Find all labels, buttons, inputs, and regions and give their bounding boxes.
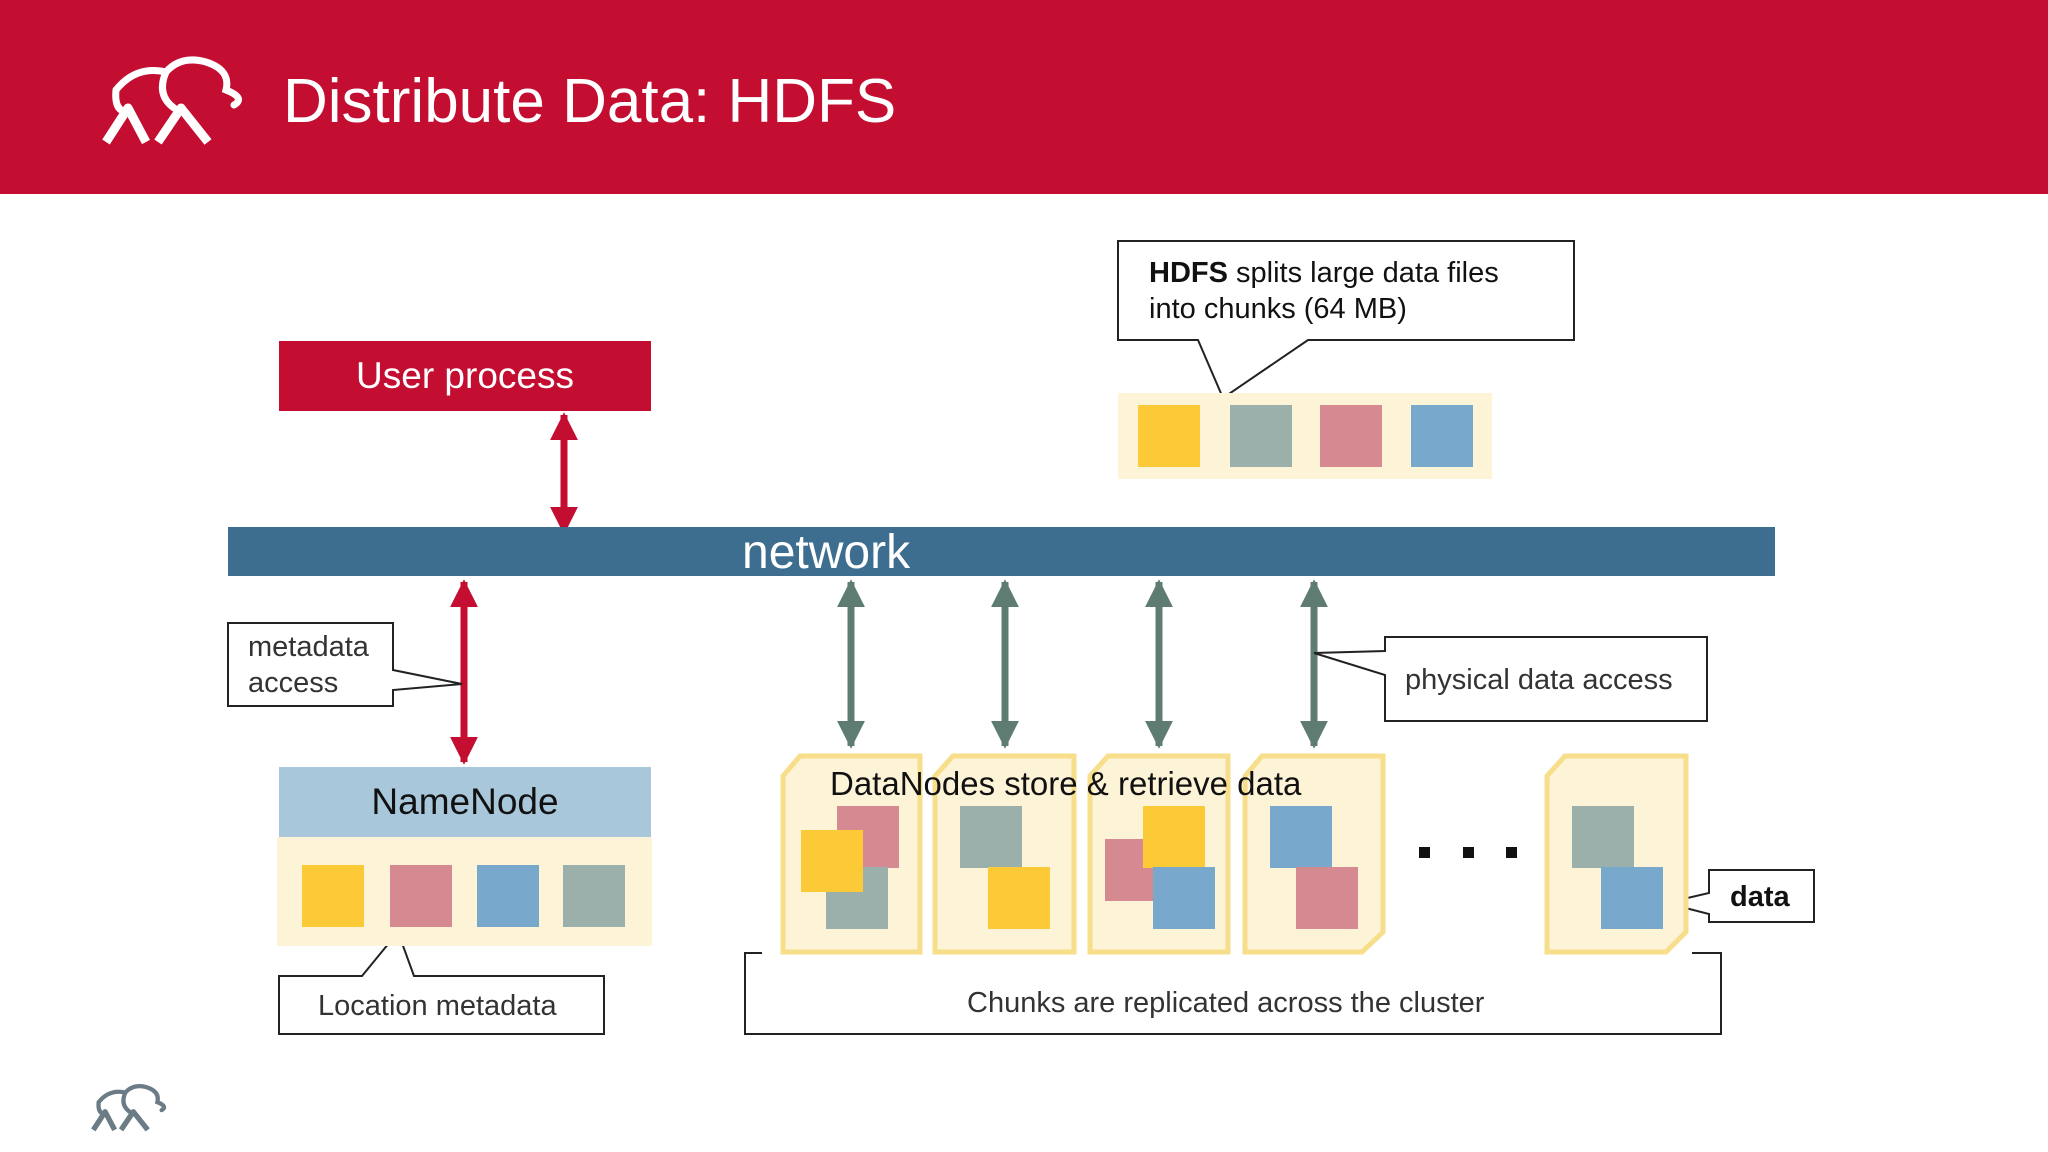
hdfs-bold: HDFS	[1149, 257, 1228, 289]
ellipsis-dot-2	[1463, 847, 1474, 858]
hdfs-callout-line2: into chunks (64 MB)	[1149, 293, 1407, 325]
ellipsis-dot-3	[1506, 847, 1517, 858]
hdfs-callout-line1: HDFS splits large data files	[1149, 255, 1499, 291]
footer-elephant-logo-icon	[91, 1084, 167, 1132]
metadata-callout-border	[227, 622, 463, 707]
dn5-chunk-blue	[1601, 867, 1663, 929]
physical-callout-text: physical data access	[1405, 664, 1673, 696]
dn4-chunk-pink	[1296, 867, 1358, 929]
slide-header: Distribute Data: HDFS	[0, 0, 2048, 194]
location-callout-border	[278, 930, 605, 1035]
replicated-label: Chunks are replicated across the cluster	[967, 987, 1485, 1019]
replicated-bracket	[744, 952, 1722, 1035]
chunk-yellow	[1138, 405, 1200, 467]
slide-title: Distribute Data: HDFS	[283, 67, 897, 136]
metadata-callout-line2: access	[248, 667, 339, 699]
namenode-chunk-gray	[563, 865, 625, 927]
chunk-gray	[1230, 405, 1292, 467]
elephant-logo-icon	[102, 56, 242, 145]
data-callout-text: data	[1730, 881, 1790, 913]
chunk-blue	[1411, 405, 1473, 467]
namenode-chunk-pink	[390, 865, 452, 927]
namenode-chunk-blue	[477, 865, 539, 927]
dn4-chunk-blue	[1270, 806, 1332, 868]
ellipsis-dot-1	[1419, 847, 1430, 858]
dn2-chunk-gray	[960, 806, 1022, 868]
dn1-chunk-yellow	[801, 830, 863, 892]
network-bar	[228, 527, 1775, 576]
chunk-pink	[1320, 405, 1382, 467]
dn2-chunk-yellow	[988, 867, 1050, 929]
data-callout-border	[1665, 869, 1815, 923]
dn3-chunk-yellow	[1143, 806, 1205, 868]
datanodes-label: DataNodes store & retrieve data	[830, 765, 1302, 802]
dn5-chunk-gray	[1572, 806, 1634, 868]
namenode-header: NameNode	[279, 767, 651, 837]
hdfs-callout-border	[1117, 240, 1575, 400]
network-label: network	[742, 526, 911, 579]
namenode-chunk-yellow	[302, 865, 364, 927]
physical-callout-border	[1313, 636, 1708, 722]
location-callout-text: Location metadata	[318, 990, 557, 1022]
user-process-box: User process	[279, 341, 651, 411]
metadata-callout-line1: metadata	[248, 631, 369, 663]
dn3-chunk-blue	[1153, 867, 1215, 929]
hdfs-line1-rest: splits large data files	[1227, 257, 1499, 289]
